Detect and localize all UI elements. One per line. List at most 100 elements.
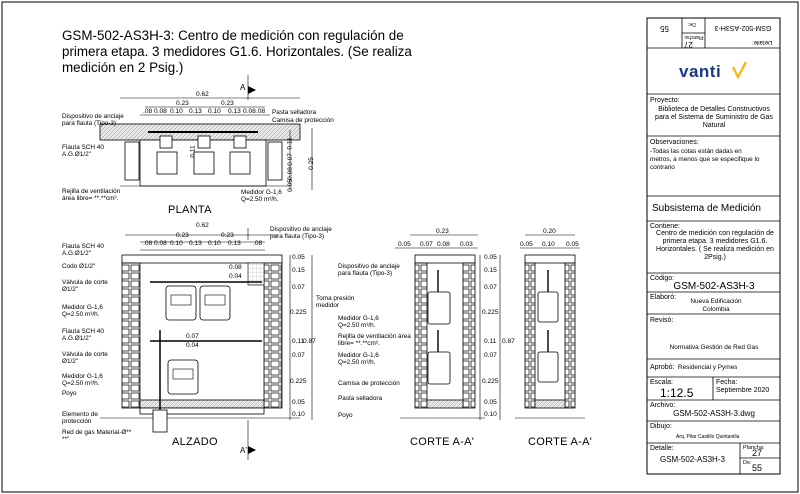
dim-planta-low: 0.08 — [154, 108, 167, 115]
label-alzado-medidor1: Medidor G-1,6 Q=2.50 m³/h. — [62, 304, 103, 318]
view-title-corte2: CORTE A-A' — [528, 436, 593, 448]
tb-rotated-code: GSM-502-AS3H-3 — [714, 24, 772, 31]
dim-planta-right: 0.11 — [286, 137, 294, 150]
dim-alzado-inner: 0.07 — [186, 333, 199, 340]
tb-dibujo: Arq. Pilar Castillo Quintanilla — [676, 434, 740, 440]
section-mark-a: A — [240, 83, 246, 92]
dim-planta-low: .08 — [256, 108, 266, 115]
alzado-view — [100, 228, 313, 460]
tb-plancha-label: Plancha: — [743, 445, 765, 451]
tb-archivo-label: Archivo: — [650, 402, 676, 409]
label-alzado-codo: Codo Ø1/2" — [62, 263, 96, 270]
dim-alzado-inner: 0.04 — [229, 273, 242, 280]
corte1-view — [395, 234, 501, 420]
dim-corte2-top: 0.20 — [543, 228, 556, 235]
dim-corte1-right: 0.15 — [484, 267, 497, 274]
tb-dibujo-label: Dibujo: — [650, 423, 672, 430]
label-rejilla: Rejilla de ventilación área libre= **.**… — [62, 188, 121, 202]
dim-corte2-low: 0.05 — [520, 241, 533, 248]
dim-corte1-low: 0.05 — [398, 241, 411, 248]
tb-norma: Normativa Gestión de Red Gas — [669, 344, 759, 351]
view-title-alzado: ALZADO — [172, 436, 218, 448]
dim-alzado-right: 0.225 — [290, 309, 307, 316]
label-alzado-valvula2: Válvula de corte Ø1/2" — [62, 351, 108, 365]
label-alzado-valvula1: Válvula de corte Ø1/2" — [62, 279, 108, 293]
dim-alzado-inner: 0.08 — [229, 264, 242, 271]
dim-corte1-top: 0.23 — [436, 228, 449, 235]
dim-corte1-right: 0.07 — [484, 352, 497, 359]
dim-planta-inner: 0.11 — [189, 145, 197, 158]
dim-corte1-right: 0.10 — [484, 411, 497, 418]
label-flauta: Flauta SCH 40 A.G.Ø1/2" — [62, 144, 104, 158]
tb-proyecto-label: Proyecto: — [650, 97, 680, 104]
label-medidor: Medidor G-1,6 Q=2.50 m³/h. — [241, 189, 282, 203]
tb-obs: -Todas las cotas están dadas en metros, … — [650, 148, 760, 171]
dim-corte1-right: 0.05 — [484, 399, 497, 406]
planta-view — [99, 75, 313, 190]
dim-planta-low: 0.13 — [189, 108, 202, 115]
dim-alzado-right: 0.15 — [292, 267, 305, 274]
dim-planta-right: 0.25 — [307, 157, 315, 170]
label-alzado-medidor2: Medidor G-1,6 Q=2.50 m³/h. — [62, 373, 103, 387]
label-alzado-poyo: Poyo — [62, 390, 77, 397]
dim-planta-low: 0.10 — [208, 108, 221, 115]
dim-planta-total: 0.62 — [196, 91, 209, 98]
tb-escala: 1:12.5 — [660, 386, 694, 400]
dim-alzado-inner: 0.04 — [186, 342, 199, 349]
tb-subsistema: Subsistema de Medición — [652, 203, 761, 214]
tb-rotated-de: 55 — [660, 24, 669, 33]
tb-proyecto: Biblioteca de Detalles Constructivos par… — [655, 106, 773, 129]
tb-de-label: De: — [743, 460, 752, 466]
dim-alzado-right: 0.10 — [292, 411, 305, 418]
dim-alzado-mid: 0.23 — [221, 232, 234, 239]
dim-alzado-low: 0.10 — [208, 240, 221, 247]
dim-corte1-low: 0.03 — [460, 241, 473, 248]
dim-planta-mid: 0.23 — [176, 100, 189, 107]
dim-alzado-low: 0.13 — [228, 240, 241, 247]
dim-alzado-right: 0.11 — [292, 338, 305, 345]
dim-alzado-right: 0.05 — [292, 399, 305, 406]
dim-corte1-low: 0.07 — [420, 241, 433, 248]
tb-codigo: GSM-502-AS3H-3 — [673, 281, 755, 292]
tb-rotated-detalle: Detalle: — [752, 39, 773, 45]
dim-planta-low: 0.10 — [170, 108, 183, 115]
dim-alzado-low: .08 — [253, 240, 263, 247]
view-title-planta: PLANTA — [168, 204, 212, 216]
tb-fecha: Septiembre 2020 — [716, 387, 770, 394]
tb-elaboro-label: Elaboró: — [650, 294, 677, 301]
dim-corte2-low: 0.05 — [566, 241, 579, 248]
label-alzado-anclaje: Dispositivo de anclaje para flauta (Tipo… — [270, 226, 332, 240]
dim-alzado-right: 0.225 — [290, 378, 307, 385]
tb-rotated-plancha-label: Plancha: — [684, 34, 704, 40]
dim-corte1-right: 0.225 — [482, 309, 499, 316]
tb-de: 55 — [752, 463, 763, 473]
label-corte1-rejilla: Rejilla de ventilación área libre= **.**… — [338, 333, 411, 347]
label-alzado-flauta1: Flauta SCH 40 A.G.Ø1/2" — [62, 243, 104, 257]
dim-planta-mid: 0.23 — [221, 100, 234, 107]
label-anclaje: Dispositivo de anclaje para flauta (Tipo… — [62, 113, 124, 127]
dim-planta-right: 0.07 — [286, 153, 294, 166]
dim-alzado-low: 0.08 — [154, 240, 167, 247]
tb-contiene-label: Contiene: — [650, 223, 680, 230]
dim-corte1-total: 0.87 — [502, 338, 515, 345]
label-corte1-medidor1: Medidor G-1,6 Q=2.50 m³/h. — [338, 315, 379, 329]
tb-archivo: GSM-502-AS3H-3.dwg — [673, 409, 755, 418]
label-corte1-camisa: Camisa de protección — [338, 380, 400, 387]
dim-alzado-low: 0.10 — [170, 240, 183, 247]
dim-planta-low: 0.08 — [243, 108, 256, 115]
tb-elaboro: Nueva Edificación Colombia — [690, 298, 742, 313]
view-title-corte1: CORTE A-A' — [410, 436, 475, 448]
dim-alzado-low: .08 — [143, 240, 153, 247]
dim-alzado-right: 0.07 — [292, 284, 305, 291]
label-alzado-toma: Toma presión medidor — [316, 295, 355, 309]
label-corte1-pasta: Pasta selladora — [338, 395, 383, 402]
dim-corte1-right: 0.05 — [484, 254, 497, 261]
section-mark-a2: A' — [240, 446, 247, 455]
dim-alzado-low: 0.13 — [189, 240, 202, 247]
tb-contiene: Centro de medición con regulación de pri… — [656, 230, 774, 261]
label-corte1-poyo: Poyo — [338, 412, 353, 419]
label-alzado-flauta2: Flauta SCH 40 A.G.Ø1/2" — [62, 328, 104, 342]
tb-codigo-label: Código: — [650, 275, 675, 282]
